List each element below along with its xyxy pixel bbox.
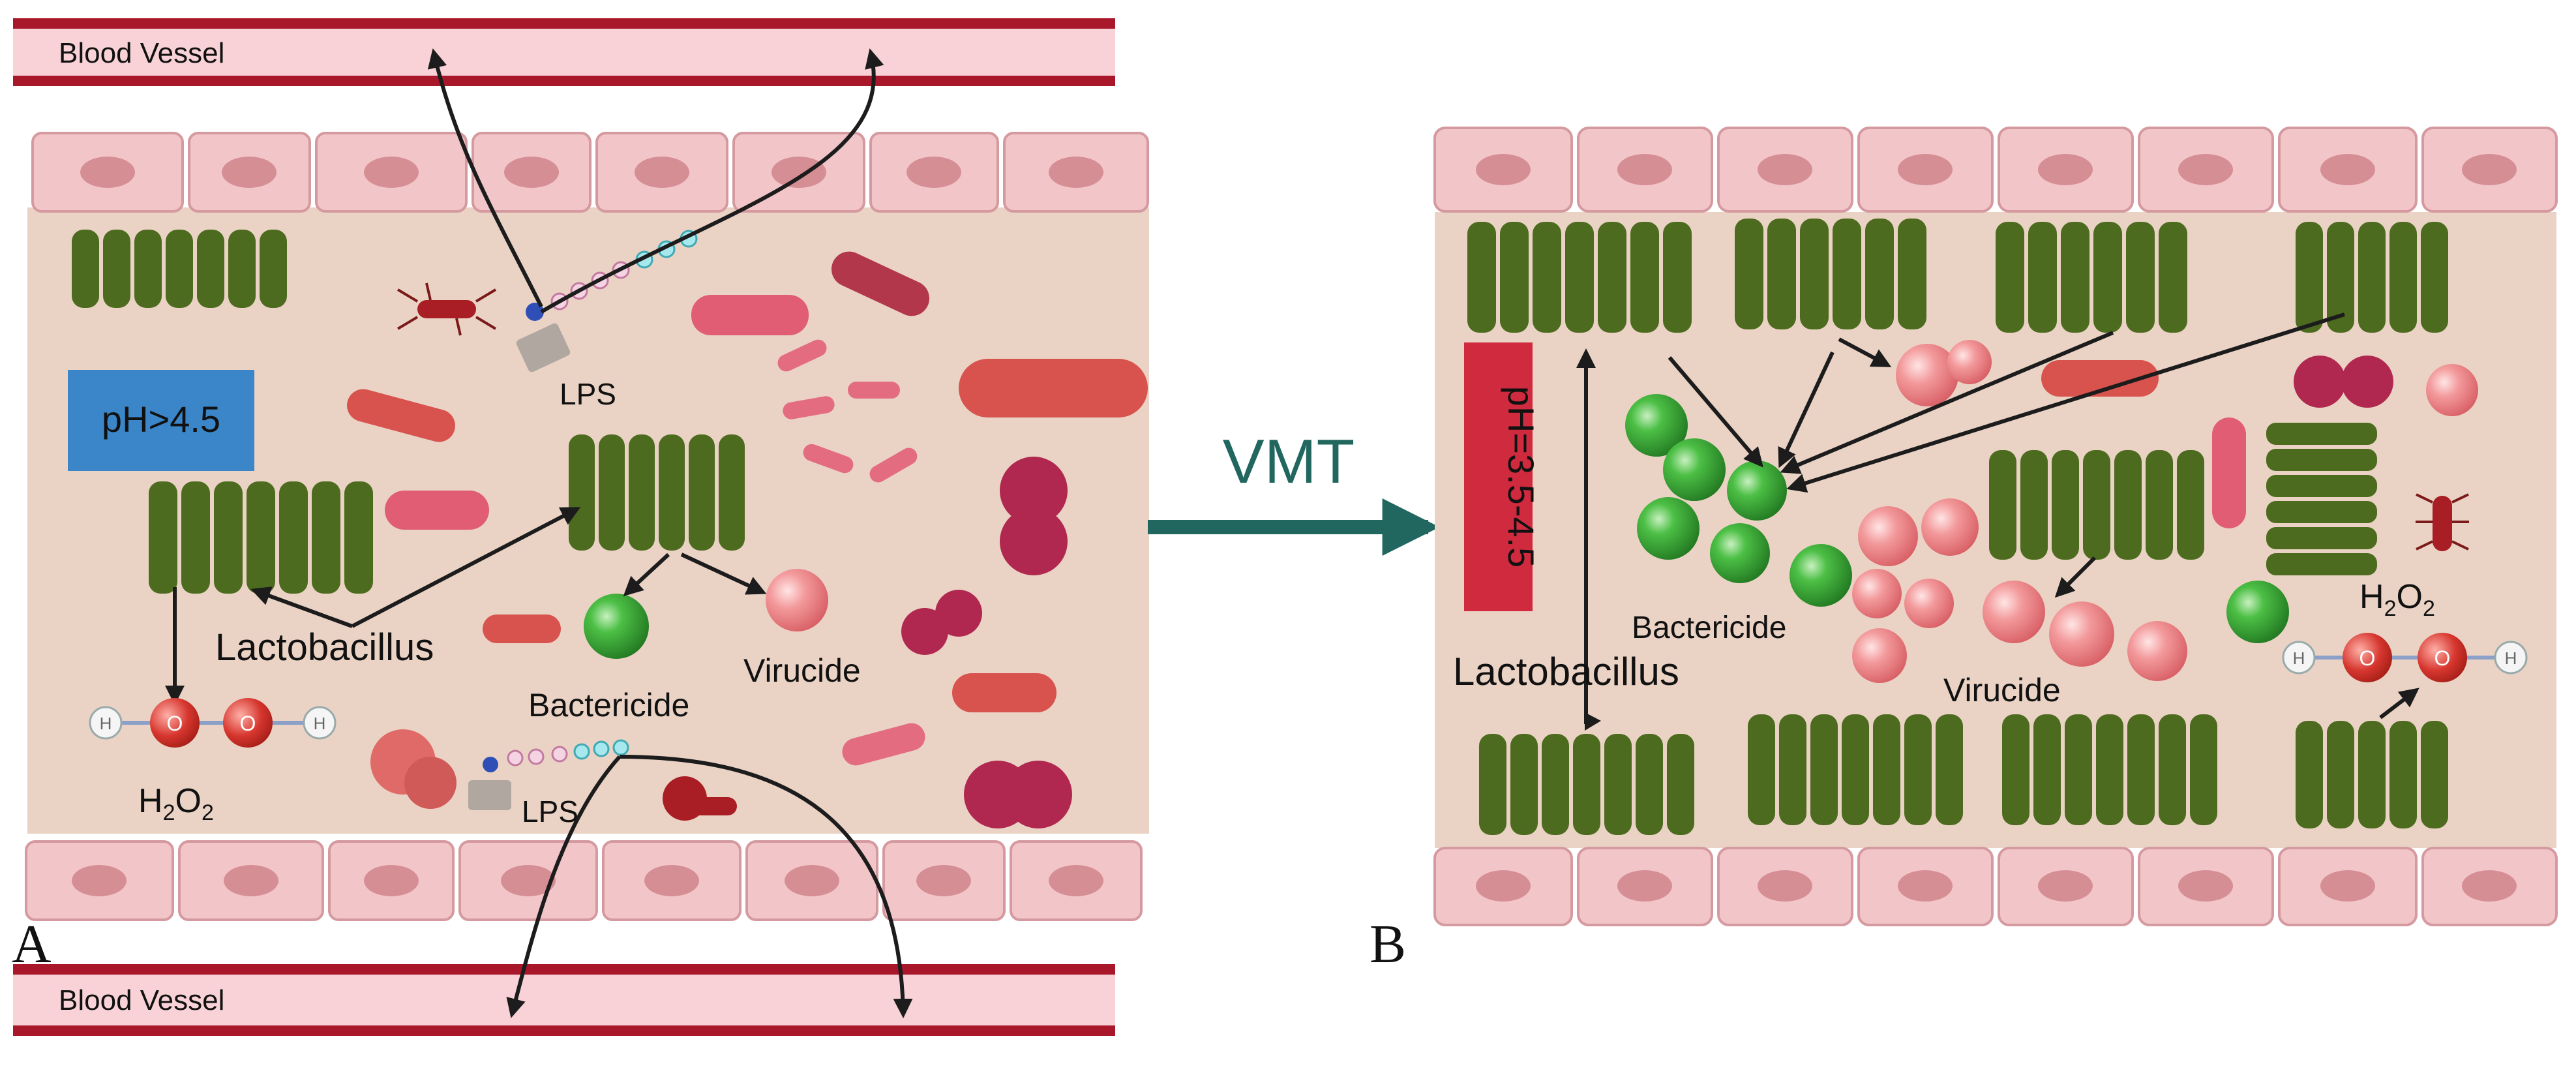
bactericide-label-b: Bactericide xyxy=(1632,611,1786,645)
lactobacillus-cluster-a3 xyxy=(569,434,745,551)
ph-box-a xyxy=(68,370,254,471)
atom-o-right-b: O xyxy=(2434,646,2451,670)
arrows-b xyxy=(1576,312,2419,724)
atom-o-left-b: O xyxy=(2359,646,2376,670)
lactobacillus-cluster-b4 xyxy=(2296,222,2448,333)
blood-vessel-bottom-label: Blood Vessel xyxy=(59,984,224,1016)
atom-h-left-a: H xyxy=(100,714,112,733)
virucide-label-a: Virucide xyxy=(743,652,861,689)
virucide-particles-b xyxy=(1852,340,2478,683)
blood-vessel-top xyxy=(13,18,1115,86)
lactobacillus-cluster-b9 xyxy=(2002,714,2217,825)
h2o2-molecule-a-icon xyxy=(89,698,337,748)
pathogen-bacteria-b xyxy=(2041,356,2469,551)
atom-h-right-b: H xyxy=(2505,648,2517,668)
bactericide-particle-a xyxy=(584,594,649,659)
panel-a: Blood Vessel xyxy=(12,18,1149,1036)
atom-o-right-a: O xyxy=(240,712,256,735)
epithelial-row-top-a xyxy=(31,132,1149,213)
h2o2-molecule-b-icon xyxy=(2282,633,2528,682)
vmt-label: VMT xyxy=(1223,427,1355,496)
lactobacillus-cluster-b8 xyxy=(1748,714,1963,825)
lactobacillus-label-a: Lactobacillus xyxy=(215,626,434,669)
panel-b: pH=3.5-4.5 xyxy=(1370,127,2558,975)
lps-bottom-label: LPS xyxy=(522,795,578,828)
lactobacillus-cluster-b1 xyxy=(1467,222,1692,333)
blood-vessel-top-label: Blood Vessel xyxy=(59,37,224,69)
bactericide-particles-b xyxy=(1625,394,2289,643)
ph-label-a: pH>4.5 xyxy=(102,399,220,440)
atom-h-left-b: H xyxy=(2293,648,2305,668)
lps-molecule-bottom-icon xyxy=(468,739,629,810)
lactobacillus-label-b: Lactobacillus xyxy=(1453,650,1679,693)
lactobacillus-cluster-a1 xyxy=(72,230,287,308)
virucide-particle-a xyxy=(766,569,828,631)
h2o2-label-a: H2O2 xyxy=(138,782,214,825)
epithelial-row-bottom-a xyxy=(25,840,1143,921)
lactobacillus-cluster-a2 xyxy=(149,481,373,594)
epithelial-row-top-b xyxy=(1433,127,2558,213)
epithelial-row-bottom-b xyxy=(1433,847,2558,926)
atom-o-left-a: O xyxy=(167,712,183,735)
ph-label-b: pH=3.5-4.5 xyxy=(1501,386,1542,568)
lactobacillus-cluster-b3 xyxy=(1996,222,2187,333)
blood-vessel-bottom xyxy=(13,964,1115,1036)
lactobacillus-cluster-b2 xyxy=(1735,219,1926,329)
lps-top-label: LPS xyxy=(560,377,616,411)
arrows-a xyxy=(165,48,913,1018)
lactobacillus-cluster-b6 xyxy=(2266,423,2377,575)
lactobacillus-cluster-b10 xyxy=(2296,721,2448,828)
panel-letter-a: A xyxy=(12,914,52,975)
lactobacillus-cluster-b5 xyxy=(1989,450,2204,560)
virucide-label-b: Virucide xyxy=(1943,672,2061,708)
panel-letter-b: B xyxy=(1370,914,1406,975)
lactobacillus-cluster-b7 xyxy=(1479,734,1694,835)
lactobacillus-pointer-b xyxy=(1585,712,1601,731)
pathogen-bacteria-a xyxy=(347,251,1148,828)
atom-h-right-a: H xyxy=(314,714,326,733)
bactericide-label-a: Bactericide xyxy=(528,687,689,723)
vmt-transition: VMT xyxy=(1148,427,1440,556)
h2o2-label-b: H2O2 xyxy=(2359,578,2435,621)
ph-box-b xyxy=(1464,342,1533,611)
